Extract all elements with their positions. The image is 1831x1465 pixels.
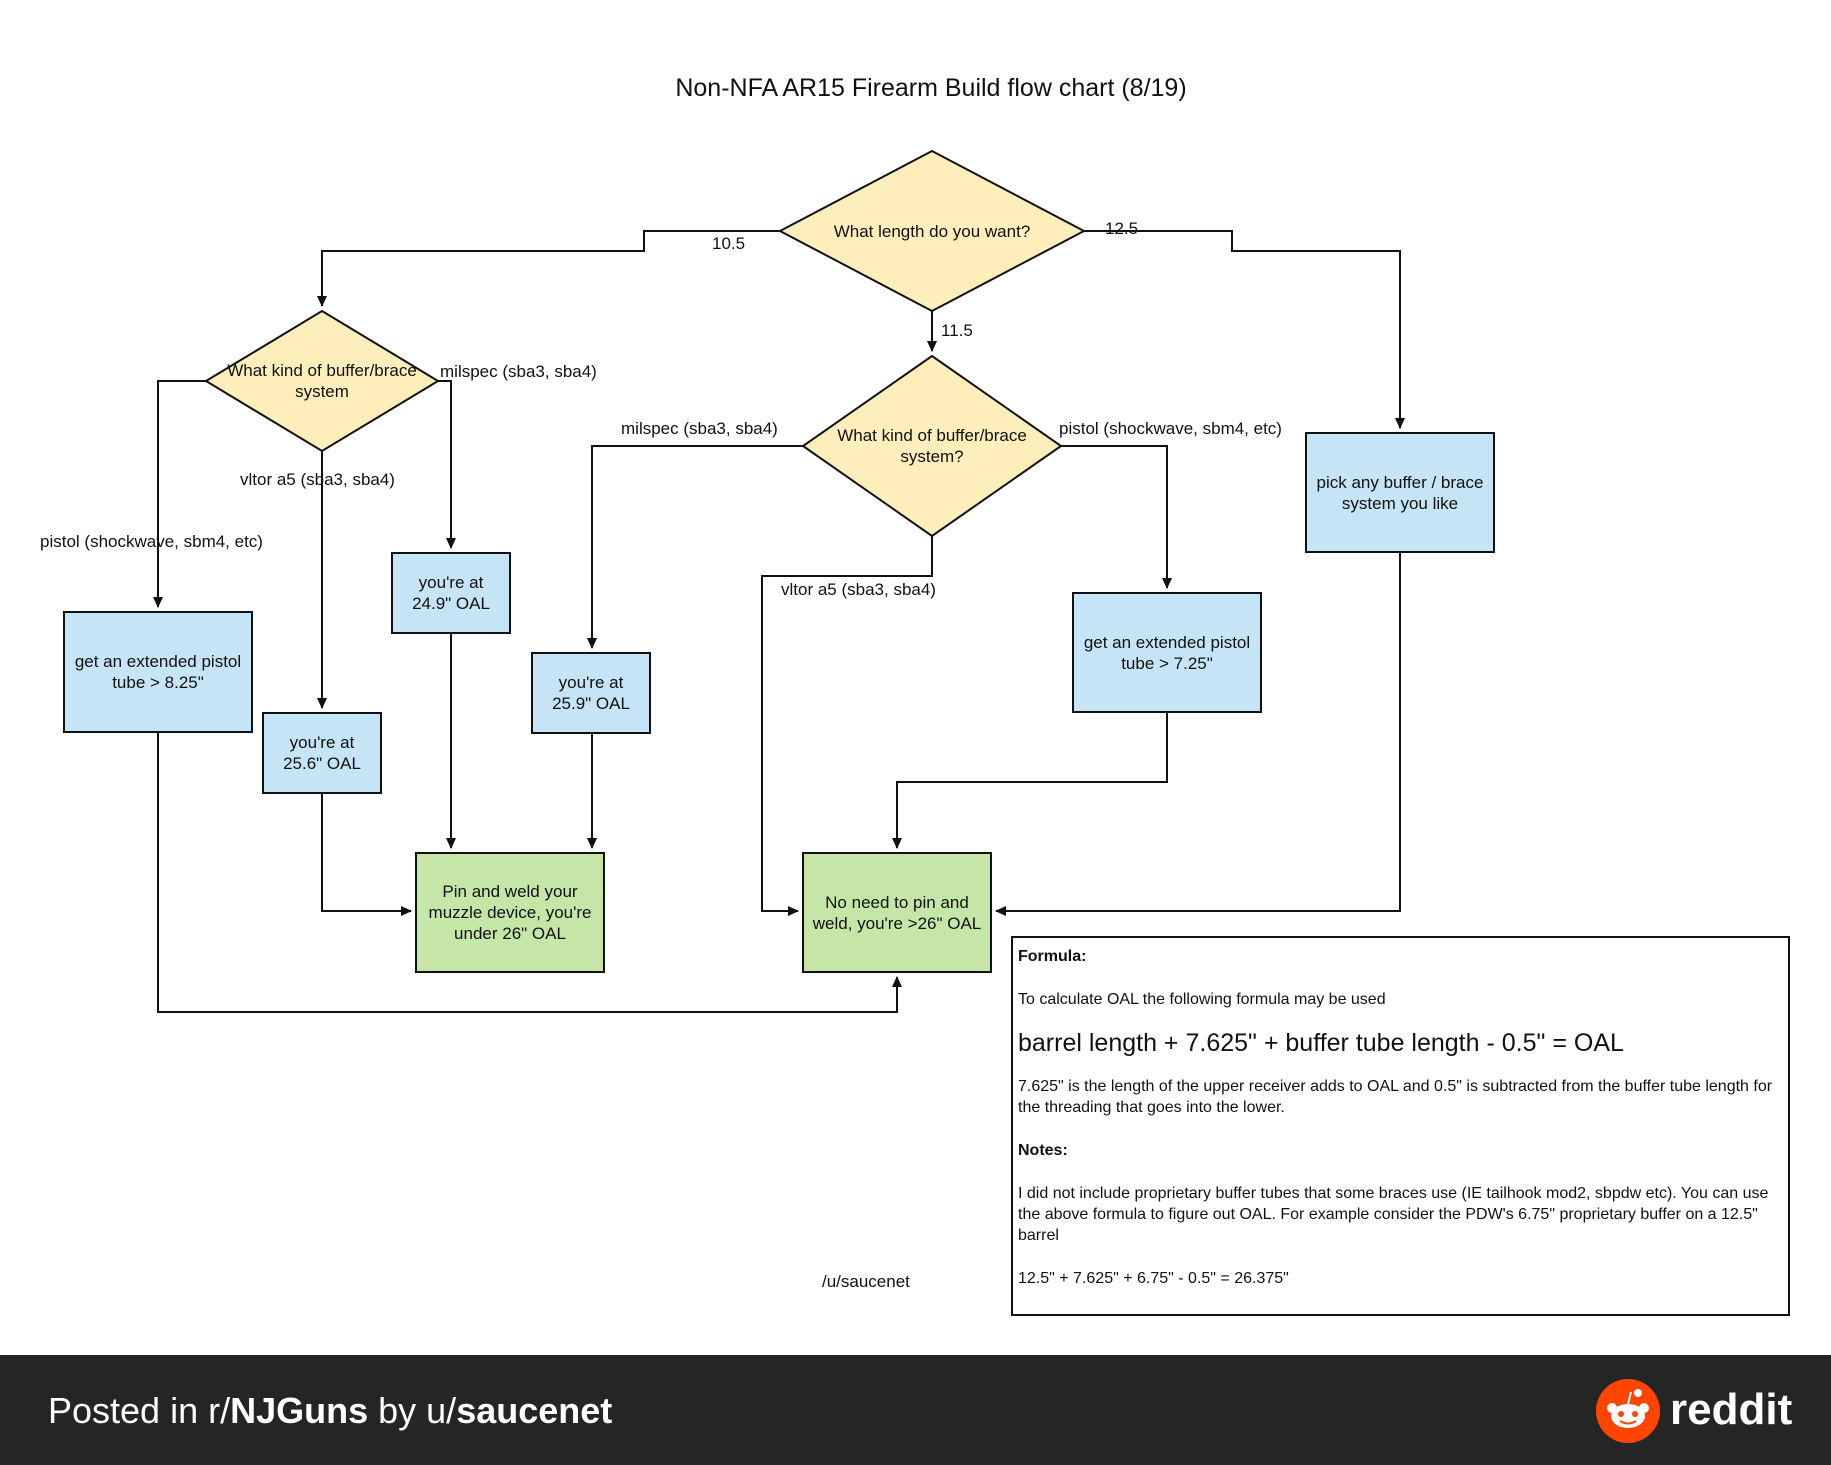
- flowchart-diagram: [63, 149, 1495, 1013]
- box-ext-825-shape: [63, 611, 253, 733]
- formula-example: 12.5" + 7.625" + 6.75" - 0.5" = 26.375": [1018, 1270, 1289, 1287]
- edge-left-pistol: [153, 380, 206, 608]
- reddit-footer: Posted in r/NJGuns by u/saucenet reddit: [0, 1355, 1831, 1465]
- chart-title: Non-NFA AR15 Firearm Build flow chart (8…: [675, 74, 1187, 102]
- flowchart-canvas: Non-NFA AR15 Firearm Build flow chart (8…: [40, 74, 1790, 1316]
- edge-mid-vltor: [761, 536, 933, 916]
- box-at-249: you're at 24.9" OAL: [412, 573, 490, 613]
- box-pick-any-shape: [1305, 432, 1495, 553]
- box-at-249-shape: [391, 552, 511, 634]
- box-pick-any: pick any buffer / brace system you like: [1316, 472, 1484, 513]
- edge-ext-825-to-nopin: [157, 732, 902, 1013]
- edge-label-mid-milspec: milspec (sba3, sba4): [621, 419, 778, 438]
- by-text: by u/: [368, 1390, 457, 1431]
- edge-label-left-milspec: milspec (sba3, sba4): [440, 362, 597, 381]
- reddit-snoo-icon: [1596, 1379, 1660, 1443]
- edge-label-left-vltor: vltor a5 (sba3, sba4): [240, 470, 395, 489]
- notes-text: I did not include proprietary buffer tub…: [1018, 1185, 1769, 1244]
- box-at-259-shape: [531, 652, 651, 734]
- box-pin-weld-shape: [415, 852, 605, 973]
- edge-label-left-pistol: pistol (shockwave, sbm4, etc): [40, 532, 263, 551]
- box-ext-tube-825: get an extended pistol tube > 8.25": [74, 652, 242, 692]
- edge-label-mid-pistol: pistol (shockwave, sbm4, etc): [1059, 419, 1282, 438]
- user-link[interactable]: saucenet: [456, 1390, 613, 1431]
- box-ext-725-shape: [1072, 592, 1262, 713]
- edge-mid-pistol: [1061, 445, 1172, 589]
- edge-label-12-5: 12.5: [1105, 219, 1139, 238]
- box-no-pin: No need to pin and weld, you're >26" OAL: [812, 892, 982, 933]
- edge-mid-milspec: [587, 445, 803, 649]
- box-at-259: you're at 25.9" OAL: [552, 673, 630, 713]
- formula-heading: Formula:: [1018, 948, 1087, 965]
- reddit-wordmark: reddit: [1670, 1385, 1793, 1434]
- edge-label-11-5: 11.5: [941, 321, 973, 340]
- edge-at-256-to-pin: [321, 793, 412, 916]
- formula-equation: barrel length + 7.625" + buffer tube len…: [1018, 1029, 1624, 1057]
- subreddit-link[interactable]: NJGuns: [230, 1390, 369, 1431]
- formula-explanation: 7.625" is the length of the upper receiv…: [1018, 1078, 1773, 1116]
- edge-pick-to-nopin: [995, 552, 1401, 916]
- edge-label-mid-vltor: vltor a5 (sba3, sba4): [781, 580, 936, 599]
- box-pin-weld: Pin and weld your muzzle device, you're …: [428, 882, 592, 943]
- edge-label-10-5: 10.5: [712, 234, 746, 253]
- decision-length: What length do you want?: [833, 221, 1031, 241]
- decision-brace-mid: What kind of buffer/brace system?: [837, 426, 1027, 466]
- formula-panel: Formula: To calculate OAL the following …: [1011, 936, 1790, 1316]
- box-at-256: you're at 25.6" OAL: [283, 733, 361, 773]
- box-ext-tube-725: get an extended pistol tube > 7.25": [1083, 632, 1251, 673]
- notes-heading: Notes:: [1018, 1142, 1068, 1159]
- edge-ext-725-to-nopin: [892, 712, 1168, 849]
- posted-in-text: Posted in r/NJGuns by u/saucenet: [48, 1391, 612, 1431]
- edge-left-milspec: [438, 380, 456, 549]
- box-no-pin-shape: [802, 852, 992, 973]
- decision-brace-left: What kind of buffer/brace system: [227, 361, 417, 401]
- formula-intro: To calculate OAL the following formula m…: [1018, 991, 1386, 1008]
- edge-10-5: [317, 230, 780, 307]
- author-credit: /u/saucenet: [822, 1272, 910, 1291]
- box-at-256-shape: [262, 712, 382, 794]
- posted-in-prefix: Posted in r/: [48, 1390, 231, 1431]
- edge-12-5: [1084, 230, 1405, 429]
